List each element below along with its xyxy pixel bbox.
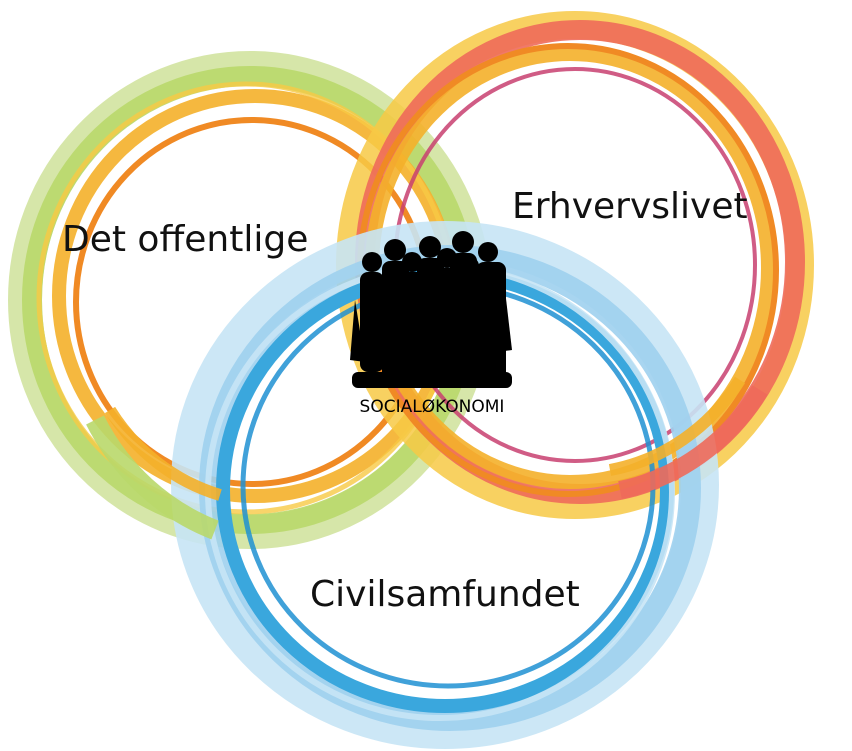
ring-label-civil: Civilsamfundet (310, 574, 580, 615)
ring-business (336, 11, 814, 519)
ring-label-business: Erhvervslivet (512, 186, 748, 227)
ring-label-public: Det offentlige (62, 219, 308, 260)
ring-public-overlap (86, 406, 222, 540)
center-label: SOCIALØKONOMI (360, 397, 505, 417)
people-silhouette-icon (350, 231, 512, 388)
ring-business-overlap (608, 376, 768, 499)
